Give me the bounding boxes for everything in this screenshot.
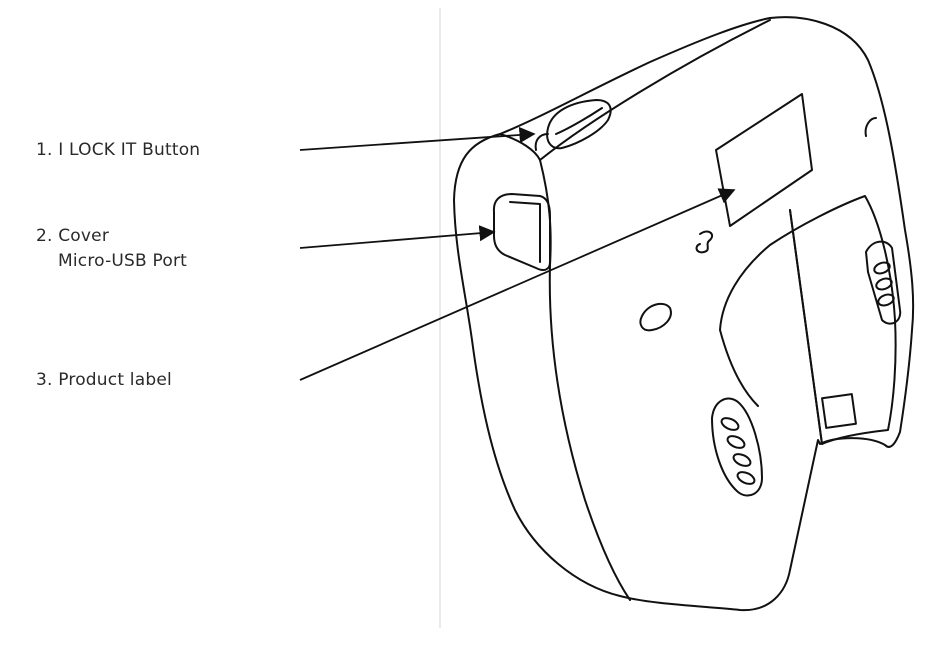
usb-cover-inner — [509, 201, 541, 263]
product-label-area — [715, 93, 813, 227]
callout-2-label: 2. Cover Micro-USB Port — [36, 224, 187, 274]
top-edge-seam — [539, 19, 771, 161]
callout-3-text: Product label — [58, 370, 172, 390]
front-face-seam — [539, 159, 631, 601]
callout-1-number: 1. — [36, 140, 53, 160]
lower-grip-pad — [711, 397, 763, 497]
top-right-notch — [864, 117, 877, 137]
callout-2-text-line-1: Cover — [58, 226, 110, 246]
lock-button — [546, 99, 612, 150]
lower-grip-ridge — [732, 453, 752, 467]
usb-port-cover — [492, 193, 551, 271]
callout-3-number: 3. — [36, 370, 53, 390]
callout-3-arrow — [299, 188, 736, 381]
device-body-outline — [453, 16, 915, 612]
callout-1-text: I LOCK IT Button — [58, 140, 201, 160]
callout-1-label: 1. I LOCK IT Button — [36, 138, 200, 163]
right-grip-ridge — [877, 293, 895, 307]
lower-grip-ridge — [720, 417, 740, 431]
indicator-mark — [695, 230, 714, 254]
right-grip-ridge — [873, 261, 891, 275]
inner-panel-square — [821, 393, 857, 429]
lock-button-ridge — [555, 107, 603, 135]
lower-grip-ridge — [726, 435, 746, 449]
callout-2-number: 2. — [36, 226, 53, 246]
inner-panel-edge — [719, 329, 759, 407]
callout-3-label: 3. Product label — [36, 368, 172, 393]
callout-2-text-line-2: Micro-USB Port — [58, 251, 188, 271]
right-grip-ridge — [875, 277, 893, 291]
left-side-seam — [499, 133, 541, 161]
callout-1-arrow — [299, 126, 536, 151]
handle-opening — [719, 195, 897, 445]
callout-2-arrow — [299, 225, 496, 249]
right-grip-pad — [865, 240, 902, 325]
lower-grip-ridge — [736, 471, 756, 485]
front-oval-button — [639, 302, 672, 332]
inner-side-panel — [789, 209, 823, 445]
lock-button-base — [534, 133, 549, 151]
